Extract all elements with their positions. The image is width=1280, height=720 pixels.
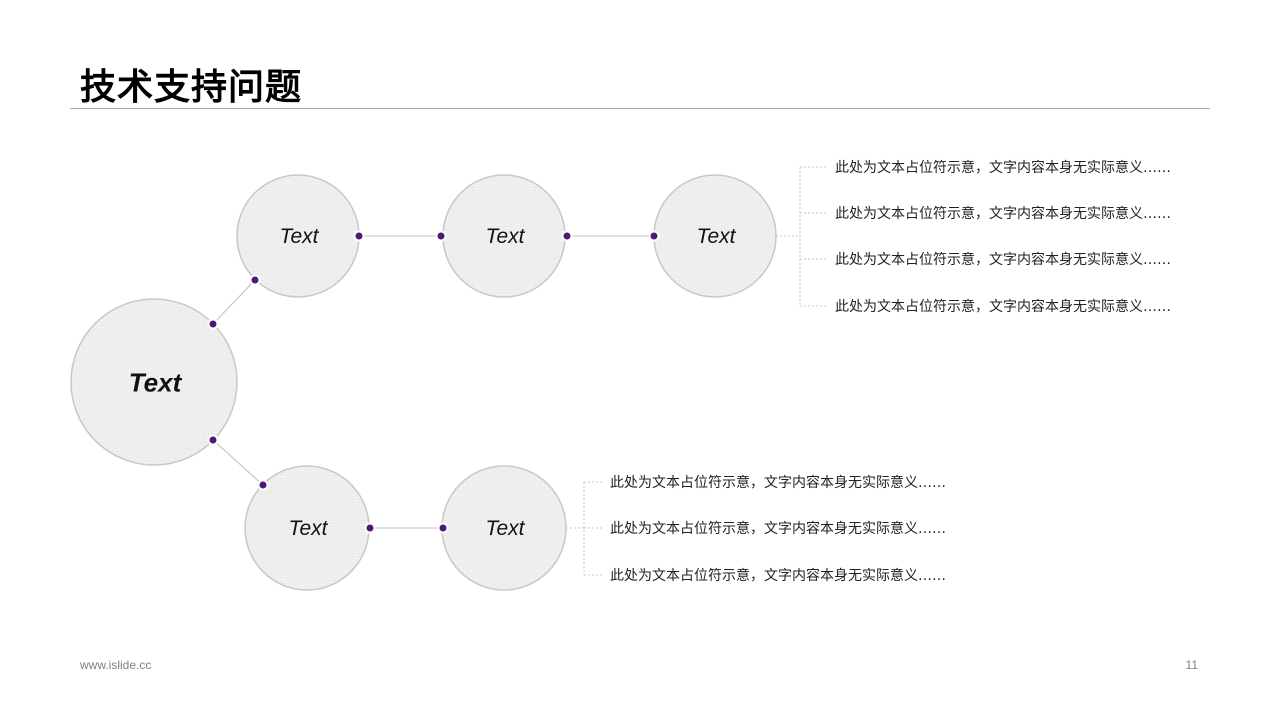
upper-node-2-label: Text: [485, 225, 525, 248]
lower-description-1: 此处为文本占位符示意，文字内容本身无实际意义……: [610, 475, 946, 491]
connector-root-lower: [212, 439, 264, 486]
title-divider: [70, 108, 1210, 109]
lower-desc-bracket: [566, 481, 602, 576]
upper-desc-bracket: [776, 166, 826, 307]
dot-upper-1-in: [249, 274, 261, 286]
upper-description-1: 此处为文本占位符示意，文字内容本身无实际意义……: [835, 160, 1171, 176]
dot-upper-2-out: [561, 230, 573, 242]
upper-description-2: 此处为文本占位符示意，文字内容本身无实际意义……: [835, 206, 1171, 222]
upper-description-3: 此处为文本占位符示意，文字内容本身无实际意义……: [835, 252, 1171, 268]
root-node-label: Text: [128, 367, 182, 398]
dot-upper-3-in: [648, 230, 660, 242]
dot-lower-2-in: [437, 522, 449, 534]
dot-lower-1-in: [257, 479, 269, 491]
lower-node-2-label: Text: [485, 517, 525, 540]
connector-root-upper: [212, 279, 256, 325]
dot-lower-1-out: [364, 522, 376, 534]
dot-upper-2-in: [435, 230, 447, 242]
lower-node-1-label: Text: [288, 517, 328, 540]
footer-url: www.islide.cc: [80, 658, 152, 672]
upper-node-3-label: Text: [696, 225, 736, 248]
dot-root-bottom: [207, 434, 219, 446]
dot-root-top: [207, 318, 219, 330]
connector-dots: [207, 230, 660, 534]
page-title: 技术支持问题: [80, 67, 303, 108]
page-number: 11: [1185, 658, 1198, 672]
lower-description-3: 此处为文本占位符示意，文字内容本身无实际意义……: [610, 568, 946, 584]
dot-upper-1-out: [353, 230, 365, 242]
connector-lines: [212, 235, 654, 529]
lower-description-2: 此处为文本占位符示意，文字内容本身无实际意义……: [610, 521, 946, 537]
upper-node-1-label: Text: [279, 225, 319, 248]
upper-description-4: 此处为文本占位符示意，文字内容本身无实际意义……: [835, 299, 1171, 315]
root-node-circle: [70, 298, 238, 466]
